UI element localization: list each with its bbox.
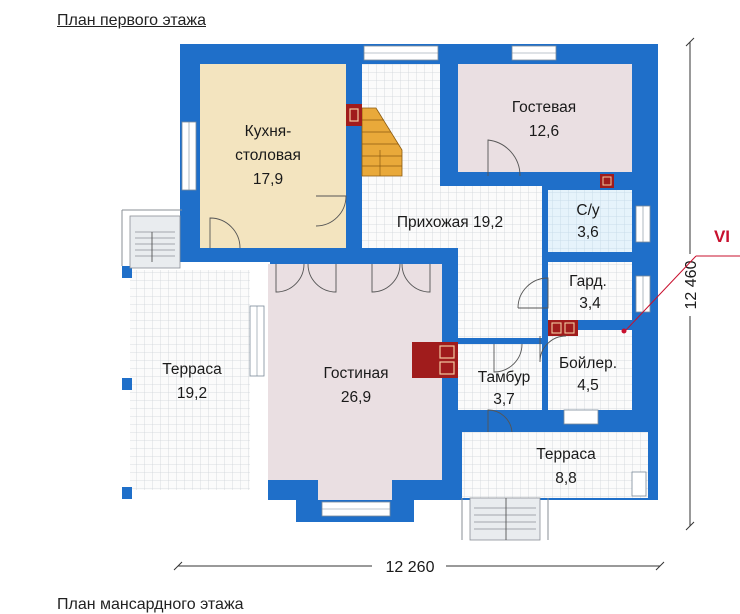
width-dimension: 12 260 [386,559,435,576]
chimney-kitchen [346,104,362,126]
terrace-left-name: Терраса [162,361,222,378]
living-bay-mask-right [392,480,442,500]
terrace-right-step-lines [474,507,536,530]
terrace-right-area: 8,8 [555,470,577,487]
living-bay-fill [318,480,392,502]
kitchen-name-line1: Кухня- [245,123,292,140]
height-dimension-line [685,37,695,531]
wc-area: 3,6 [577,224,599,241]
width-dimension-line [173,561,665,571]
room-hall-lower [458,186,542,338]
terrace-right [462,432,648,498]
room-wc [548,190,632,252]
kitchen-area: 17,9 [253,171,283,188]
staircase [361,107,403,177]
terrace-left-step-lines [135,231,175,257]
terrace-left [130,270,250,490]
section-mark: VI [714,227,730,246]
room-boiler [548,330,632,410]
living-name: Гостиная [323,365,388,382]
living-bay-mask-left [268,480,318,500]
section-point [621,328,627,334]
room-guest [458,64,632,172]
terrace-left-area: 19,2 [177,385,207,402]
wardrobe-area: 3,4 [579,295,601,312]
guest-name: Гостевая [512,99,576,116]
boiler-name: Бойлер. [559,355,617,372]
door-swings [151,139,567,540]
room-kitchen [200,64,346,248]
vestibule-area: 3,7 [493,391,515,408]
wardrobe-name: Гард. [569,273,607,290]
living-bay-cutout-right [414,500,462,530]
room-vestibule [458,344,542,410]
room-living [268,264,442,500]
wc-name: С/у [576,202,600,219]
window-mullions [188,52,644,510]
stair-treads [362,119,402,176]
kitchen-name-line2: столовая [235,147,301,164]
terrace-right-name: Терраса [536,446,596,463]
terrace-left-wall-stub-top [122,266,132,278]
guest-area: 12,6 [529,123,559,140]
chimney-guest [600,174,614,188]
boiler-area: 4,5 [577,377,599,394]
height-dimension: 12 460 [683,260,700,309]
terrace-right-steps [469,497,541,541]
next-plan-title: План мансардного этажа [57,596,244,613]
chimney-living [412,342,458,378]
plan-title: План первого этажа [57,12,206,29]
room-wardrobe [548,262,632,320]
terrace-left-wall-stub-mid [122,378,132,390]
terrace-left-steps [129,215,181,269]
chimney-boiler [548,320,578,336]
section-leader [625,255,697,331]
bay-cutout-bottom-left [120,500,300,530]
vestibule-name: Тамбур [478,369,531,386]
living-area: 26,9 [341,389,371,406]
terrace-left-wall-stub-bot [122,487,132,499]
hall-label: Прихожая 19,2 [397,214,503,231]
